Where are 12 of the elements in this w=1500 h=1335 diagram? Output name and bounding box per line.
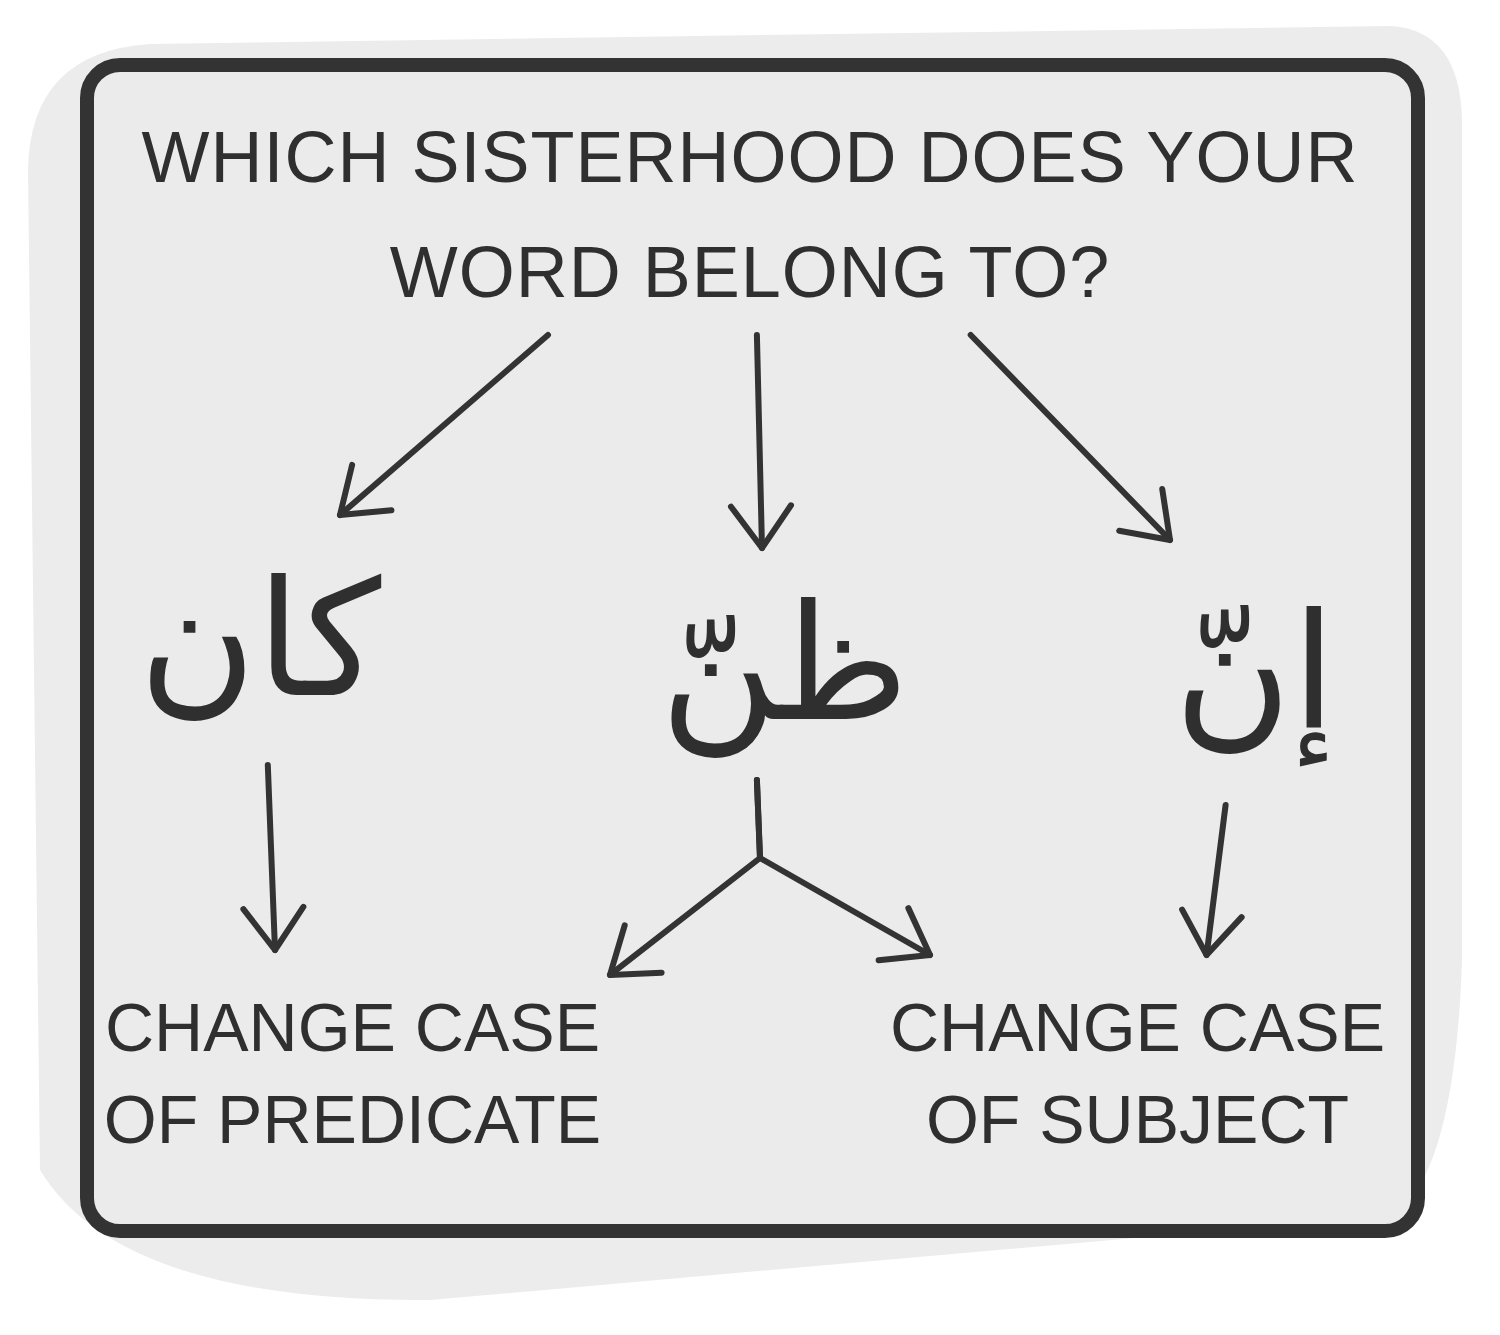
outcome-text: CHANGE CASE OF PREDICATE (102, 988, 603, 1159)
heading: WHICH SISTERHOOD DOES YOUR WORD BELONG TO? (140, 116, 1360, 314)
arabic-word: إنّ (1174, 580, 1336, 765)
rounded-frame (80, 58, 1425, 1238)
arabic-word: كان (138, 548, 382, 732)
arrow (728, 332, 794, 551)
branch-arrow (753, 777, 933, 964)
arrow (337, 332, 551, 518)
arrow (967, 332, 1173, 543)
outcome-text: CHANGE CASE OF SUBJECT (889, 988, 1386, 1159)
arrow (1179, 802, 1245, 958)
arrow (240, 762, 307, 953)
